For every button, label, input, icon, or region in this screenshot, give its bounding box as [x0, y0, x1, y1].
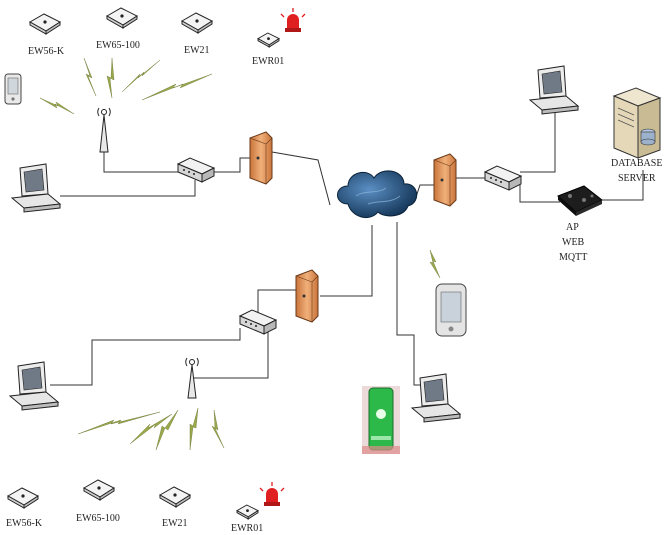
alarm-siren-icon [280, 8, 306, 32]
alarm-siren-icon [259, 482, 285, 506]
sensor-box-icon [158, 486, 192, 508]
computer-bottom-left [8, 361, 60, 411]
sensor-box-icon [82, 479, 116, 501]
lightning-icon [155, 409, 179, 451]
device-label: EWR01 [252, 56, 284, 67]
sensor-box-icon [105, 7, 139, 29]
top-device-ew21: EW21 [180, 12, 214, 56]
top-device-ewr01: EWR01 [252, 8, 306, 67]
sensor-box-icon [6, 487, 40, 509]
network-switch-icon [483, 165, 523, 191]
top-device-ew56k: EW56-K [28, 13, 65, 57]
bottom-device-ewr01: EWR01 [231, 482, 285, 534]
device-label: EW56-K [6, 518, 43, 529]
wireless-links-top [39, 57, 441, 279]
server-label-line1: DATABASE [611, 158, 662, 169]
bottom-device-ew21: EW21 [158, 486, 192, 529]
bottom-device-ew56k: EW56-K [6, 487, 43, 529]
gateway-ap: AP WEB MQTT [557, 185, 603, 263]
lightning-icon [121, 59, 161, 93]
device-label: EW21 [162, 518, 188, 529]
computer-icon [10, 163, 62, 213]
smartphone-app-icon [362, 386, 400, 454]
device-label: EW21 [184, 45, 210, 56]
lightning-icon [39, 97, 75, 115]
phone-device-icon [4, 73, 22, 105]
mobile-phone-icon [435, 283, 467, 337]
server-label-line2: SERVER [618, 173, 656, 184]
lightning-icon [83, 57, 97, 97]
gateway-label-line1: AP [566, 222, 579, 233]
gateway-label-line2: WEB [562, 237, 585, 248]
lightning-icon [106, 57, 115, 99]
lightning-icon [77, 411, 161, 435]
database-server: DATABASE SERVER [611, 87, 662, 184]
computer-bottom-right [410, 373, 462, 423]
device-label: EWR01 [231, 523, 263, 534]
internet-cloud-icon [337, 170, 418, 219]
lightning-icon [211, 409, 225, 449]
device-label: EW65-100 [76, 513, 120, 524]
connection-lines [50, 110, 644, 386]
network-switch-icon [238, 309, 278, 335]
computer-icon [410, 373, 462, 423]
lightning-icon [141, 73, 213, 101]
computer-icon [8, 361, 60, 411]
lightning-icon [129, 413, 173, 445]
sensor-box-icon [236, 504, 259, 520]
computer-top-right [528, 65, 580, 115]
antenna-icon [97, 107, 111, 153]
server-tower-icon [612, 87, 662, 159]
bottom-device-ew65-100: EW65-100 [76, 479, 120, 524]
device-label: EW56-K [28, 46, 65, 57]
computer-icon [528, 65, 580, 115]
top-device-ew65-100: EW65-100 [96, 7, 140, 51]
antenna-icon [185, 357, 199, 399]
firewall-icon [433, 153, 457, 207]
sensor-box-icon [28, 13, 62, 35]
gateway-device-icon [557, 185, 603, 216]
lightning-icon [189, 407, 199, 451]
sensor-box-icon [180, 12, 214, 34]
computer-top-left [10, 163, 62, 213]
wireless-links-bottom [77, 407, 225, 451]
gateway-label-line3: MQTT [559, 252, 587, 263]
sensor-box-icon [257, 32, 280, 48]
device-label: EW65-100 [96, 40, 140, 51]
lightning-icon [429, 249, 441, 279]
firewall-icon [249, 131, 273, 185]
firewall-icon [295, 269, 319, 323]
network-switch-icon [176, 157, 216, 183]
